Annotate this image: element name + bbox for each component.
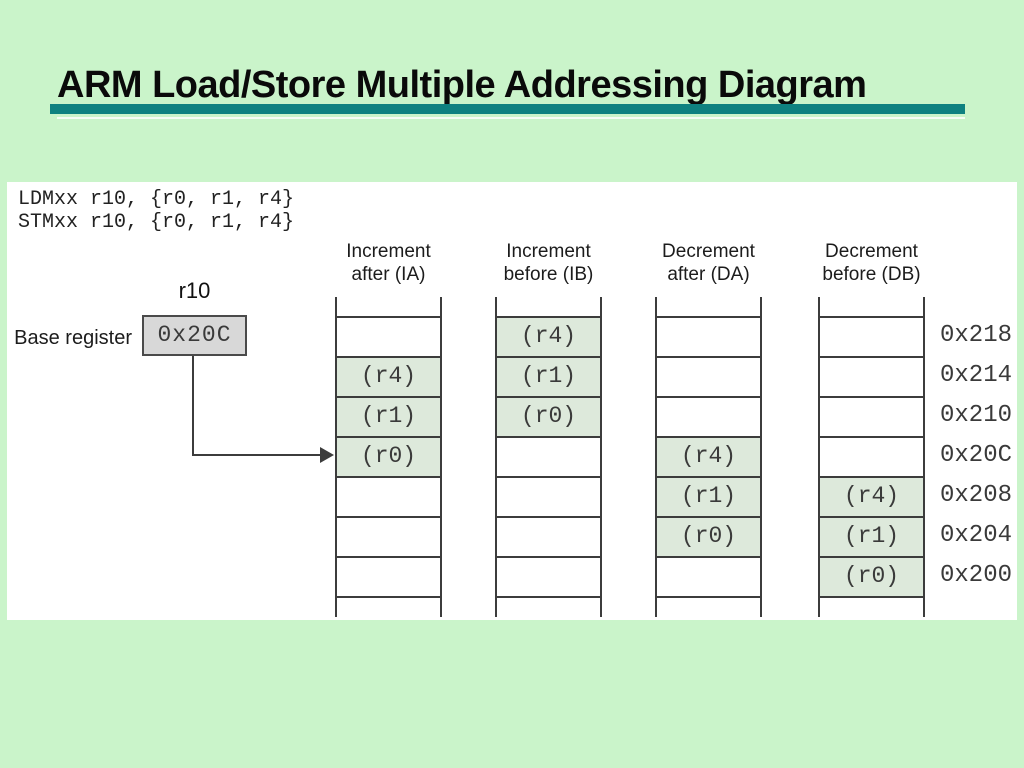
memory-cell-db-0x214 (820, 356, 923, 396)
pointer-arrow-vertical-line (192, 356, 194, 455)
column-header-line1: Decrement (825, 241, 918, 262)
address-label-0x20C: 0x20C (940, 442, 1013, 469)
memory-column-da: (r4)(r1)(r0) (655, 297, 762, 617)
memory-cell-da-0x204: (r0) (657, 516, 760, 556)
address-label-0x204: 0x204 (940, 522, 1013, 549)
column-header-line1: Increment (346, 241, 431, 262)
column-header-line2: before (DB) (822, 264, 921, 285)
memory-cell-db-0x204: (r1) (820, 516, 923, 556)
memory-cell-ia-0x210: (r1) (337, 396, 440, 436)
column-header-line2: after (IA) (351, 264, 426, 285)
memory-column-bottom-line (497, 596, 600, 598)
memory-cell-ib-0x200 (497, 556, 600, 596)
memory-cell-ib-0x208 (497, 476, 600, 516)
column-header-line2: after (DA) (667, 264, 750, 285)
code-line-ldm: LDMxx r10, {r0, r1, r4} (18, 188, 295, 211)
column-header-line1: Increment (506, 241, 591, 262)
memory-cell-da-0x218 (657, 316, 760, 356)
memory-column-bottom-line (820, 596, 923, 598)
memory-cell-db-0x210 (820, 396, 923, 436)
pointer-arrow-head-icon (320, 447, 334, 463)
column-header-line1: Decrement (662, 241, 755, 262)
memory-cell-da-0x208: (r1) (657, 476, 760, 516)
address-label-0x210: 0x210 (940, 402, 1013, 429)
memory-cell-da-0x210 (657, 396, 760, 436)
memory-cell-db-0x20C (820, 436, 923, 476)
memory-cell-ia-0x214: (r4) (337, 356, 440, 396)
memory-cell-da-0x20C: (r4) (657, 436, 760, 476)
memory-cell-ia-0x200 (337, 556, 440, 596)
diagram-panel: LDMxx r10, {r0, r1, r4}STMxx r10, {r0, r… (7, 182, 1017, 620)
memory-column-ib: (r4)(r1)(r0) (495, 297, 602, 617)
memory-cell-db-0x218 (820, 316, 923, 356)
instruction-code-block: LDMxx r10, {r0, r1, r4}STMxx r10, {r0, r… (18, 188, 294, 234)
memory-column-ia: (r4)(r1)(r0) (335, 297, 442, 617)
title-underline-bar (50, 104, 965, 114)
memory-cell-ib-0x218: (r4) (497, 316, 600, 356)
memory-column-bottom-line (657, 596, 760, 598)
pointer-arrow-horizontal-line (192, 454, 320, 456)
memory-cell-ib-0x20C (497, 436, 600, 476)
register-name-label: r10 (178, 278, 211, 303)
memory-cell-da-0x214 (657, 356, 760, 396)
memory-column-db: (r4)(r1)(r0) (818, 297, 925, 617)
address-label-0x208: 0x208 (940, 482, 1013, 509)
address-label-0x218: 0x218 (940, 322, 1013, 349)
base-register-label: Base register (14, 327, 132, 349)
base-register-value-box: 0x20C (142, 315, 247, 356)
address-label-0x200: 0x200 (940, 562, 1013, 589)
code-line-stm: STMxx r10, {r0, r1, r4} (18, 211, 295, 234)
title-underline-highlight (57, 117, 965, 119)
memory-cell-ia-0x20C: (r0) (337, 436, 440, 476)
memory-cell-ib-0x204 (497, 516, 600, 556)
memory-cell-ia-0x208 (337, 476, 440, 516)
column-header-line2: before (IB) (503, 264, 594, 285)
address-label-0x214: 0x214 (940, 362, 1013, 389)
memory-cell-db-0x208: (r4) (820, 476, 923, 516)
memory-cell-da-0x200 (657, 556, 760, 596)
memory-cell-db-0x200: (r0) (820, 556, 923, 596)
memory-cell-ia-0x218 (337, 316, 440, 356)
memory-column-bottom-line (337, 596, 440, 598)
slide-title: ARM Load/Store Multiple Addressing Diagr… (57, 64, 867, 106)
memory-cell-ib-0x210: (r0) (497, 396, 600, 436)
memory-cell-ib-0x214: (r1) (497, 356, 600, 396)
memory-cell-ia-0x204 (337, 516, 440, 556)
